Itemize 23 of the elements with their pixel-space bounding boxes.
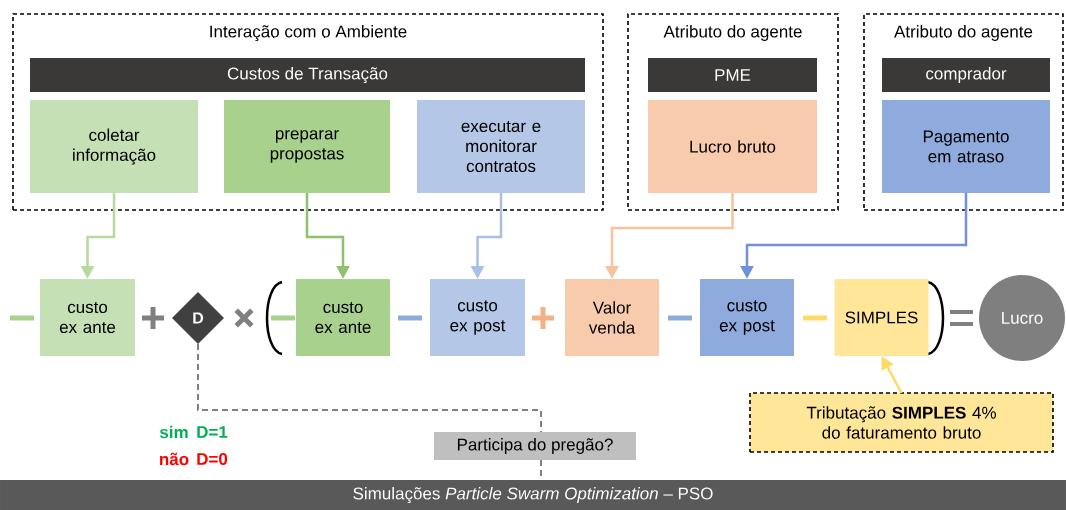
dashed-connector — [197, 343, 542, 433]
group-heading: Interação com o Ambiente — [210, 25, 407, 41]
process-box: coletar informação — [30, 100, 198, 193]
process-box: executar e monitorar contratos — [417, 100, 585, 193]
process-box: custo ex post — [700, 279, 794, 356]
process-box: custo ex ante — [40, 279, 135, 356]
footer-bar: Simulações Particle Swarm Optimization – PSO — [0, 480, 1066, 510]
header-bar: comprador — [882, 58, 1050, 92]
process-box: SIMPLES — [834, 279, 929, 356]
question-box: Participa do pregão? — [434, 432, 636, 460]
header-bar: Custos de Transação — [30, 58, 585, 92]
process-box: preparar propostas — [224, 100, 390, 193]
condition-label: sim — [159, 425, 188, 439]
condition-label: D=1 — [197, 426, 228, 438]
group-heading: Atributo do agente — [894, 25, 1033, 41]
process-box: custo ex ante — [296, 279, 390, 356]
process-box: Pagamento em atraso — [882, 100, 1050, 193]
process-box: custo ex post — [430, 279, 525, 356]
header-bar: PME — [648, 58, 817, 92]
process-box: Valor venda — [565, 279, 659, 356]
group-heading: Atributo do agente — [663, 25, 802, 41]
callout-box: Tributação SIMPLES 4% do faturamento bruto — [749, 392, 1054, 453]
process-box: Lucro bruto — [648, 100, 817, 193]
